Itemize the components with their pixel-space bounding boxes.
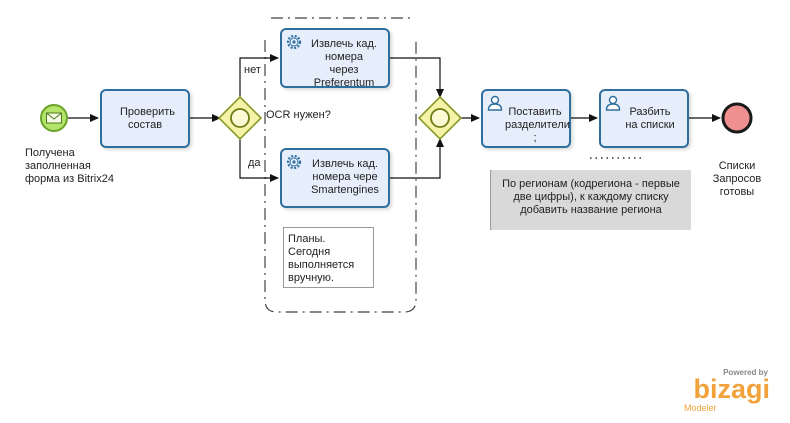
- task-separators-label: Поставить разделители ;: [505, 106, 570, 144]
- task-split-lists[interactable]: Разбить на списки: [599, 89, 689, 148]
- flow-yes: [239, 138, 279, 182]
- start-event[interactable]: [40, 104, 68, 132]
- gateway-merge[interactable]: [417, 95, 463, 141]
- group-boundary: [264, 17, 417, 313]
- flow-no-label: нет: [244, 64, 261, 76]
- end-event[interactable]: [721, 102, 753, 134]
- end-event-label: Списки Запросов готовы: [712, 160, 762, 198]
- bizagi-branding: Powered by bizagi Modeler: [660, 368, 770, 418]
- task-check-label: Проверить состав: [120, 106, 176, 131]
- gateway-ocr-label: OCR нужен?: [266, 109, 331, 121]
- annotation-plans-text: Планы. Сегодня выполняется вручную.: [288, 233, 355, 284]
- flow-yes-label: да: [248, 157, 261, 169]
- flow-preferentum-to-merge: [390, 57, 444, 98]
- annotation-regions: По регионам (кодрегиона - первые две циф…: [490, 170, 691, 230]
- task-extract-preferentum[interactable]: Извлечь кад. номера через Preferentum: [280, 28, 390, 89]
- flow-no: [239, 54, 279, 98]
- user-icon: [487, 95, 503, 111]
- sequence-flows: [68, 54, 721, 182]
- gear-icon: [286, 34, 302, 50]
- modeler-text: Modeler: [684, 403, 717, 413]
- task-check-composition[interactable]: Проверить состав: [100, 89, 190, 148]
- task-preferentum-label: Извлечь кад. номера через Preferentum: [311, 38, 377, 89]
- gear-icon: [286, 154, 302, 170]
- annotation-regions-text: По регионам (кодрегиона - первые две циф…: [502, 178, 680, 216]
- task-smartengines-label: Извлечь кад. номера чере Smartengines: [311, 158, 379, 196]
- flow-smartengines-to-merge: [390, 138, 444, 179]
- envelope-icon: [46, 112, 62, 124]
- gateway-ocr[interactable]: [217, 95, 263, 141]
- task-extract-smartengines[interactable]: Извлечь кад. номера чере Smartengines: [280, 148, 390, 208]
- powered-by-text: Powered by: [723, 368, 768, 377]
- annotation-plans: Планы. Сегодня выполняется вручную.: [283, 227, 374, 288]
- task-place-separators[interactable]: Поставить разделители ;: [481, 89, 571, 148]
- start-event-label: Получена заполненная форма из Bitrix24: [25, 147, 114, 185]
- user-icon: [605, 95, 621, 111]
- task-split-label: Разбить на списки: [625, 106, 675, 131]
- bizagi-logo: bizagi: [693, 374, 770, 404]
